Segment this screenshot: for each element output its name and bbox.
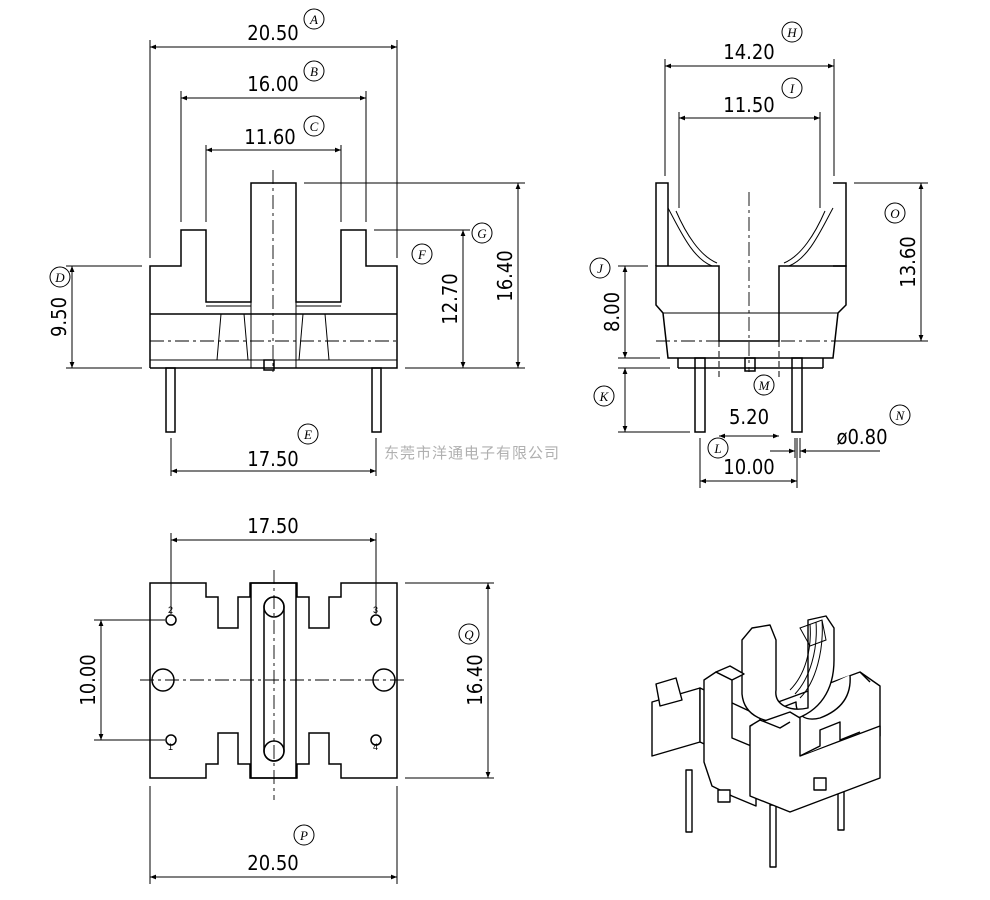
balloon-k (593, 385, 615, 407)
dim-m: 5.20 (729, 405, 769, 429)
balloon-e (297, 423, 319, 445)
balloon-h (781, 21, 803, 43)
balloon-d-label: D (54, 270, 65, 285)
isometric-view (651, 615, 881, 868)
balloon-g (471, 222, 493, 244)
balloon-d (49, 266, 71, 288)
balloon-e-label: E (303, 427, 312, 442)
dim-o: 13.60 (896, 236, 920, 288)
balloon-g-label: G (477, 226, 487, 241)
balloon-j (589, 257, 611, 279)
balloon-l (707, 437, 729, 459)
dim-g: 16.40 (493, 250, 517, 302)
balloon-l-label: L (713, 441, 721, 456)
balloon-q-label: Q (464, 627, 474, 642)
dim-b: 16.00 (247, 72, 299, 96)
dim-e: 17.50 (247, 447, 299, 471)
balloon-f-label: F (417, 247, 427, 262)
balloon-f (411, 243, 433, 265)
balloon-a (303, 8, 325, 30)
balloon-h-label: H (786, 25, 797, 40)
balloon-q (458, 623, 480, 645)
dim-f: 12.70 (438, 273, 462, 325)
balloon-o (884, 202, 906, 224)
balloon-n-label: N (895, 408, 906, 423)
pin-label-1: 1 (168, 742, 173, 752)
balloon-k-label: K (599, 389, 610, 404)
dim-r: 17.50 (247, 514, 299, 538)
balloons: A B C D E F G H I J K L M N O P Q (49, 8, 911, 846)
front-view: 20.50 16.00 11.60 9.50 17.50 12.70 16.40 (47, 21, 525, 476)
dim-n: ø0.80 (836, 425, 887, 449)
pin-label-4: 4 (373, 742, 378, 752)
balloon-p (293, 824, 315, 846)
balloon-b (303, 60, 325, 82)
balloon-n (889, 404, 911, 426)
dim-d: 9.50 (47, 297, 71, 337)
dim-j: 8.00 (600, 292, 624, 332)
balloon-a-label: A (309, 12, 318, 27)
dim-l: 10.00 (723, 455, 775, 479)
balloon-m (753, 374, 775, 396)
dim-p: 20.50 (247, 851, 299, 875)
balloon-p-label: P (299, 828, 308, 843)
balloon-c (303, 115, 325, 137)
dim-s: 10.00 (76, 654, 100, 706)
dim-i: 11.50 (723, 93, 775, 117)
bottom-view: 2 3 1 4 17.50 10.00 16.40 20.50 (76, 514, 494, 884)
balloon-j-label: J (597, 261, 604, 276)
dim-q: 16.40 (463, 654, 487, 706)
dim-c: 11.60 (244, 125, 296, 149)
balloon-i-label: I (789, 81, 795, 96)
balloon-i (781, 77, 803, 99)
side-view: 14.20 11.50 8.00 5.20 10.00 ø0.80 13.60 (600, 40, 928, 488)
balloon-o-label: O (890, 206, 900, 221)
balloon-c-label: C (310, 119, 319, 134)
dim-a: 20.50 (247, 21, 299, 45)
dim-h: 14.20 (723, 40, 775, 64)
balloon-b-label: B (310, 64, 318, 79)
company-watermark: 东莞市洋通电子有限公司 (384, 444, 560, 462)
balloon-m-label: M (758, 378, 771, 393)
